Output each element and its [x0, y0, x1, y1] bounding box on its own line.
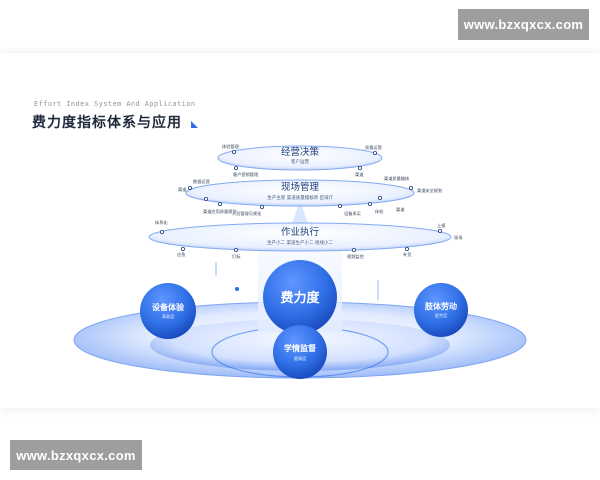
accent-dot — [235, 287, 239, 291]
tier-2-label: 体检 — [375, 208, 384, 215]
tier-3-label: 上报 — [437, 222, 446, 229]
bubble-left-sub: 满意度 — [162, 313, 175, 320]
tier-3-name: 作业执行 — [281, 226, 320, 238]
tier-3-label: 补货 — [403, 251, 411, 258]
tier-2-label: 数据运营 — [193, 178, 210, 185]
bubble-right-sub: 疲劳度 — [435, 312, 448, 319]
bubble-bottom-title: 学情监督 — [284, 343, 316, 353]
title-corner-icon — [191, 121, 198, 128]
bubble-right-title: 肢体劳动 — [424, 301, 457, 311]
tier-2-label: 渠道应用质量规划 — [203, 208, 237, 215]
tier-1-label: 体验管理 — [222, 143, 240, 150]
tier-3-label: 视频监控 — [347, 253, 365, 260]
bubble-bottom: 学情监督 健康度 — [273, 325, 327, 379]
tier-2-label: 渠道 — [396, 206, 405, 213]
tier-2-sub: 生产主管 渠道质量稽核师 区域IT — [267, 194, 333, 201]
bubble-left-title: 设备体验 — [152, 302, 185, 312]
tier-1-labels: 体验管理 客户营销管理 渠道 质量运营 — [222, 143, 382, 178]
tier-1-label: 渠道 — [355, 171, 364, 178]
tier-1-sub: 客户运营 — [291, 158, 309, 165]
tier-2-label: 渠道质量稽核 — [384, 175, 410, 182]
tier-3-label: 应急 — [177, 251, 185, 258]
tier-2-name: 现场管理 — [281, 181, 320, 193]
tier-disc-decision — [217, 145, 383, 171]
tier-2-labels: 渠道 数据运营 渠道应用质量规划 人员管理可视化 设备采买 体检 渠道 渠道质量… — [178, 175, 442, 217]
page-subtitle: Effort Index System And Application — [34, 100, 196, 108]
tier-disc-management — [185, 179, 415, 207]
tier-2-label: 设备采买 — [344, 210, 361, 217]
page-title: 费力度指标体系与应用 — [32, 115, 182, 131]
tier-3-label: 现场 — [454, 234, 462, 241]
tier-2-label: 人员管理可视化 — [232, 210, 262, 217]
tier-1-name: 经营决策 — [281, 146, 320, 158]
watermark-top: www.bzxqxcx.com — [458, 9, 589, 40]
tier-3-labels: 体系化 应急 打标 视频监控 补货 上报 现场 — [155, 219, 462, 260]
tier-disc-execution — [148, 222, 452, 252]
tier-1-label: 客户营销管理 — [233, 171, 259, 178]
bubble-center: 费力度 — [263, 260, 337, 334]
tier-3-sub: 生产小二 渠道生产小二 视线小二 — [267, 239, 333, 246]
bubble-left: 设备体验 满意度 — [140, 283, 196, 339]
tier-2-label: 渠道安全规划 — [417, 187, 442, 194]
tier-3-label: 打标 — [232, 253, 240, 260]
tier-3-label: 体系化 — [155, 219, 168, 226]
tier-2-label: 渠道 — [178, 186, 187, 193]
bubble-center-title: 费力度 — [280, 290, 320, 306]
tier-1-label: 质量运营 — [365, 144, 382, 151]
watermark-bottom: www.bzxqxcx.com — [10, 440, 142, 470]
bubble-right: 肢体劳动 疲劳度 — [414, 283, 468, 337]
bubble-bottom-sub: 健康度 — [294, 355, 307, 362]
